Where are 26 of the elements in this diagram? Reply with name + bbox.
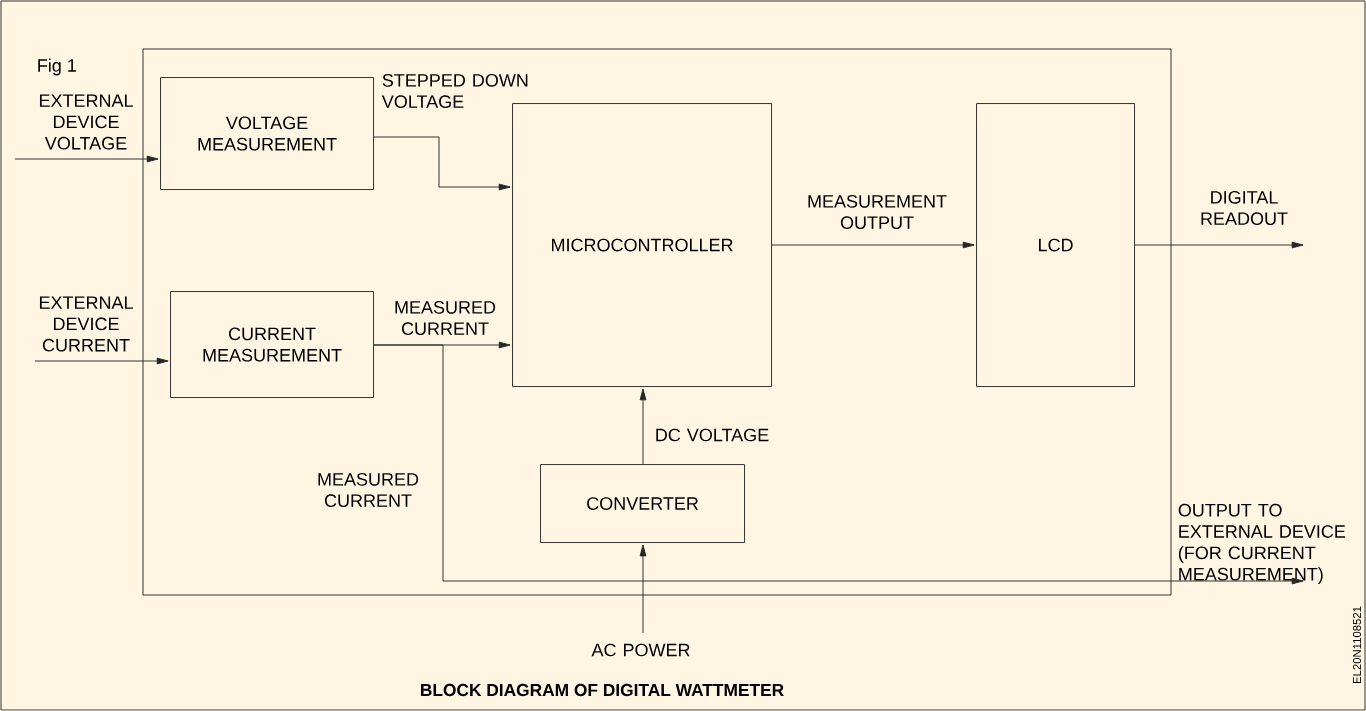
edge-label: EXTERNAL DEVICE CURRENT bbox=[40, 296, 133, 352]
caption: BLOCK DIAGRAM OF DIGITAL WATTMETER bbox=[421, 683, 784, 697]
edge-label: MEASURED CURRENT bbox=[395, 300, 496, 336]
output-note: OUTPUT TO EXTERNAL DEVICE (FOR CURRENT MEASUREMENT) bbox=[1178, 503, 1346, 585]
process-box: CURRENT MEASUREMENT bbox=[170, 291, 374, 398]
arrow bbox=[1134, 241, 1304, 249]
edge-label: DIGITAL READOUT bbox=[1201, 190, 1288, 226]
arrow bbox=[373, 136, 511, 191]
process-box: LCD bbox=[976, 103, 1135, 387]
figure-code: EL20N1108521 bbox=[1353, 606, 1361, 684]
process-box: VOLTAGE MEASUREMENT bbox=[160, 77, 374, 190]
figure-number: Fig 1 bbox=[38, 58, 76, 76]
system-boundary bbox=[142, 48, 1172, 596]
arrow bbox=[14, 155, 159, 163]
arrow bbox=[373, 344, 1304, 585]
arrow bbox=[639, 544, 647, 634]
edge-label: MEASUREMENT OUTPUT bbox=[808, 194, 947, 230]
edge-label: MEASURED CURRENT bbox=[318, 472, 419, 508]
process-box: MICROCONTROLLER bbox=[512, 103, 772, 387]
arrow bbox=[771, 241, 975, 249]
arrow bbox=[639, 388, 647, 465]
edge-label: DC VOLTAGE bbox=[656, 428, 769, 442]
process-box: CONVERTER bbox=[540, 464, 745, 543]
edge-label: AC POWER bbox=[591, 643, 690, 657]
edge-label: EXTERNAL DEVICE VOLTAGE bbox=[40, 94, 133, 150]
arrow bbox=[34, 357, 169, 365]
